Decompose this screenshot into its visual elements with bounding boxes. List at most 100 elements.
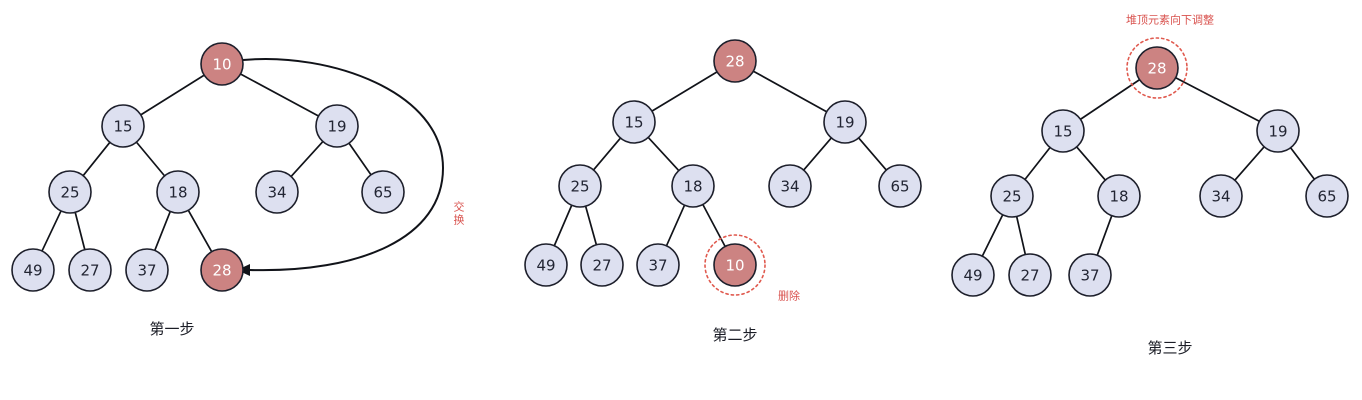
node-circle	[156, 170, 200, 214]
tree-node[interactable]: 18	[1097, 174, 1141, 218]
tree-node[interactable]: 28	[200, 248, 244, 292]
step-caption: 第三步	[1147, 339, 1192, 357]
tree-node[interactable]: 15	[612, 100, 656, 144]
node-circle	[1008, 253, 1052, 297]
tree-node[interactable]: 37	[636, 243, 680, 287]
tree-edge	[134, 140, 167, 178]
dotted-marker-ring	[1126, 37, 1188, 99]
tree-node[interactable]: 37	[125, 248, 169, 292]
tree-node[interactable]: 49	[524, 243, 568, 287]
node-value-label: 65	[890, 178, 909, 196]
node-value-label: 18	[168, 184, 187, 202]
tree-node[interactable]: 10	[200, 42, 244, 86]
tree-edge	[1078, 78, 1142, 121]
tree-edge	[1173, 76, 1262, 123]
node-value-label: 15	[624, 114, 643, 132]
tree-node[interactable]: 15	[101, 104, 145, 148]
node-circle	[671, 164, 715, 208]
node-value-label: 15	[113, 118, 132, 136]
node-value-label: 34	[267, 184, 286, 202]
node-circle	[524, 243, 568, 287]
node-circle	[558, 164, 602, 208]
tree-node[interactable]: 34	[768, 164, 812, 208]
swap-arrow	[242, 58, 445, 272]
tree-node[interactable]: 49	[951, 253, 995, 297]
node-circle	[951, 253, 995, 297]
tree-edge	[347, 141, 373, 177]
node-circle	[255, 170, 299, 214]
tree-edge	[186, 208, 214, 254]
tree-node[interactable]: 19	[823, 100, 867, 144]
node-circle	[315, 104, 359, 148]
tree-edge	[553, 203, 573, 248]
tree-node[interactable]: 19	[1256, 109, 1300, 153]
node-value-label: 65	[373, 184, 392, 202]
node-value-label: 19	[327, 118, 346, 136]
tree-node[interactable]: 28	[1135, 46, 1179, 90]
node-circle	[768, 164, 812, 208]
tree-node[interactable]: 65	[878, 164, 922, 208]
tree-edge	[981, 213, 1004, 258]
node-value-label: 65	[1317, 188, 1336, 206]
node-circle	[636, 243, 680, 287]
node-value-label: 27	[592, 257, 611, 275]
node-circle	[1068, 253, 1112, 297]
node-circle	[580, 243, 624, 287]
tree-edge	[1075, 145, 1107, 182]
node-value-label: 25	[1002, 188, 1021, 206]
tree-edge	[74, 210, 86, 252]
tree-node[interactable]: 28	[713, 39, 757, 83]
dotted-marker-ring	[704, 234, 766, 296]
tree-node[interactable]: 27	[580, 243, 624, 287]
node-value-label: 25	[60, 184, 79, 202]
tree-edge	[701, 202, 727, 249]
node-value-label: 18	[683, 178, 702, 196]
tree-node[interactable]: 15	[1041, 109, 1085, 153]
node-circle	[1305, 174, 1349, 218]
node-value-label: 34	[780, 178, 799, 196]
node-value-label: 49	[23, 262, 42, 280]
tree-node[interactable]: 25	[48, 170, 92, 214]
tree-node[interactable]: 27	[68, 248, 112, 292]
tree-node[interactable]: 27	[1008, 253, 1052, 297]
tree-node[interactable]: 65	[361, 170, 405, 214]
tree-node[interactable]: 19	[315, 104, 359, 148]
node-value-label: 37	[1080, 267, 1099, 285]
node-value-label: 10	[212, 56, 231, 74]
node-circle	[125, 248, 169, 292]
tree-node[interactable]: 25	[990, 174, 1034, 218]
tree-node[interactable]: 65	[1305, 174, 1349, 218]
node-circle	[878, 164, 922, 208]
node-circle	[1097, 174, 1141, 218]
tree-edge	[1096, 213, 1113, 258]
node-value-label: 27	[1020, 267, 1039, 285]
tree-edge	[1015, 214, 1027, 257]
tree-node[interactable]: 18	[671, 164, 715, 208]
tree-node[interactable]: 37	[1068, 253, 1112, 297]
tree-node[interactable]: 34	[1199, 174, 1243, 218]
tree-edge	[81, 140, 112, 178]
tree-edge	[1289, 146, 1316, 181]
tree-node[interactable]: 18	[156, 170, 200, 214]
tree-edge	[592, 136, 622, 172]
node-circle	[11, 248, 55, 292]
node-circle	[68, 248, 112, 292]
tree-node[interactable]: 34	[255, 170, 299, 214]
node-circle	[361, 170, 405, 214]
node-circle	[612, 100, 656, 144]
node-circle	[200, 42, 244, 86]
annotation-label: 交	[454, 200, 465, 214]
tree-node[interactable]: 25	[558, 164, 602, 208]
node-circle	[48, 170, 92, 214]
tree-edge	[802, 136, 833, 172]
node-value-label: 49	[963, 267, 982, 285]
tree-edge	[584, 204, 598, 247]
tree-node[interactable]: 10	[713, 243, 757, 287]
tree-node[interactable]: 49	[11, 248, 55, 292]
node-circle	[101, 104, 145, 148]
